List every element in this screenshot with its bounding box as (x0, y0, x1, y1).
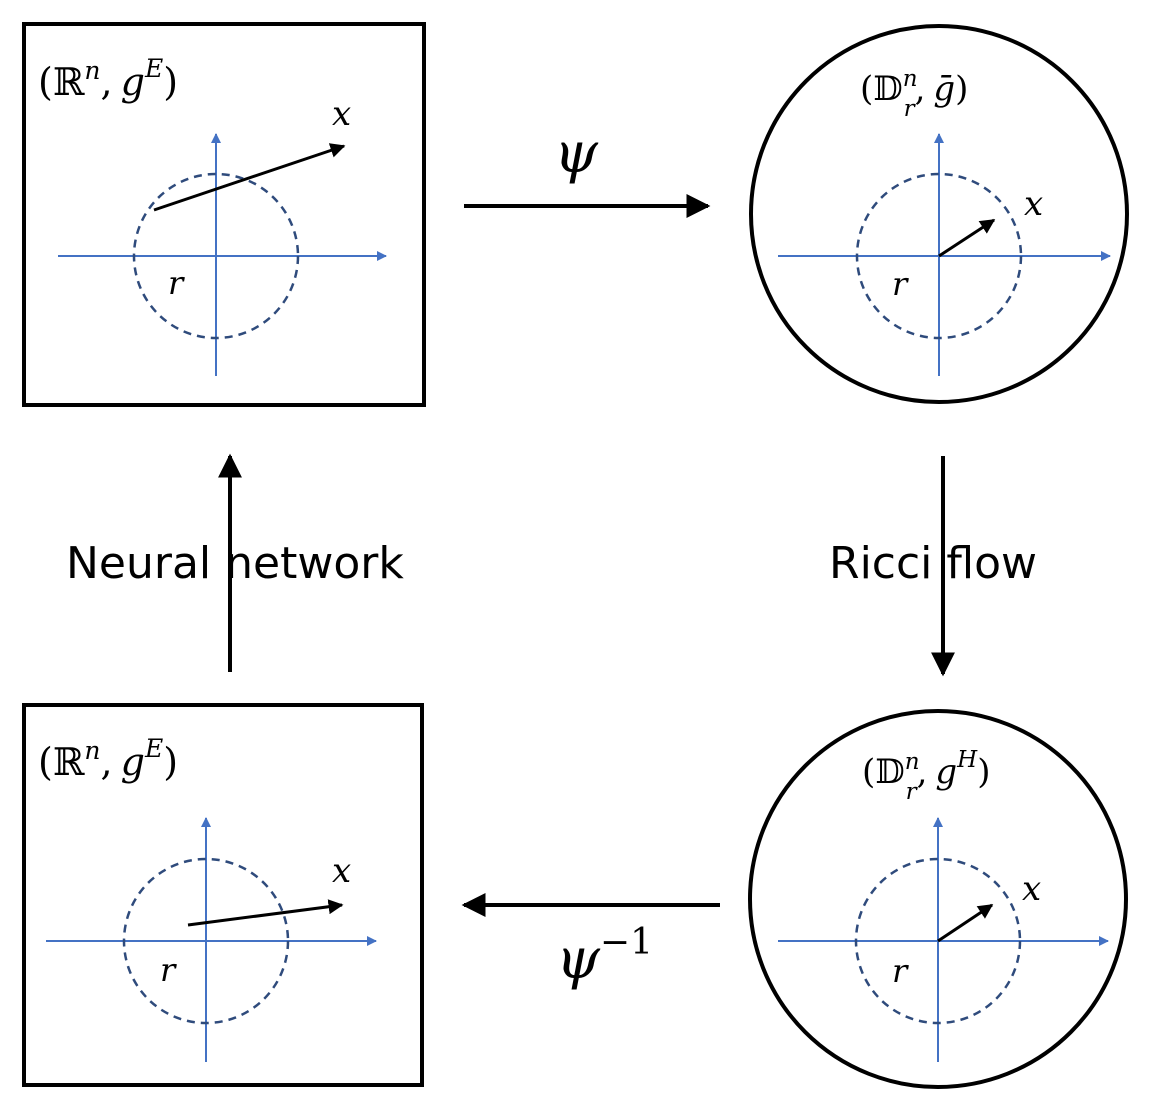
radius-circle (855, 172, 1023, 340)
panel-top-left: (ℝn,gE) x r (22, 22, 426, 407)
ricci-flow-label: Ricci flow (829, 538, 1037, 589)
map-ricci-flow: Ricci flow (829, 456, 1037, 677)
vector-arrow (153, 143, 346, 212)
radius-circle (854, 857, 1022, 1025)
panel-frame-disk (749, 24, 1129, 404)
panel-frame-square (22, 703, 424, 1087)
radius-circle (132, 172, 300, 340)
radius-label: r (168, 264, 185, 302)
panel-frame-square (22, 22, 426, 407)
radius-label: r (160, 951, 177, 989)
psi-inverse-label: ψ−1 (556, 922, 653, 992)
radius-circle (122, 857, 290, 1025)
psi-label: ψ (554, 121, 599, 186)
map-psi: ψ (464, 121, 711, 218)
vector-arrow (937, 903, 994, 943)
panel-bottom-left: (ℝn,gE) x r (22, 703, 424, 1087)
neural-network-label: Neural network (66, 538, 404, 589)
radius-label: r (892, 952, 909, 990)
vector-label: x (332, 94, 351, 134)
map-neural-network: Neural network (66, 453, 404, 672)
map-psi-inverse: ψ−1 (461, 893, 720, 992)
radius-label: r (892, 265, 909, 303)
vector-arrow (187, 899, 344, 927)
space-label: (ℝn,gE) (38, 734, 178, 784)
vector-label: x (332, 851, 351, 891)
vector-arrow (938, 218, 996, 258)
vector-label: x (1022, 869, 1041, 909)
space-label: (ℝn,gE) (38, 54, 178, 104)
vector-label: x (1024, 184, 1043, 224)
panel-frame-disk (748, 709, 1128, 1089)
